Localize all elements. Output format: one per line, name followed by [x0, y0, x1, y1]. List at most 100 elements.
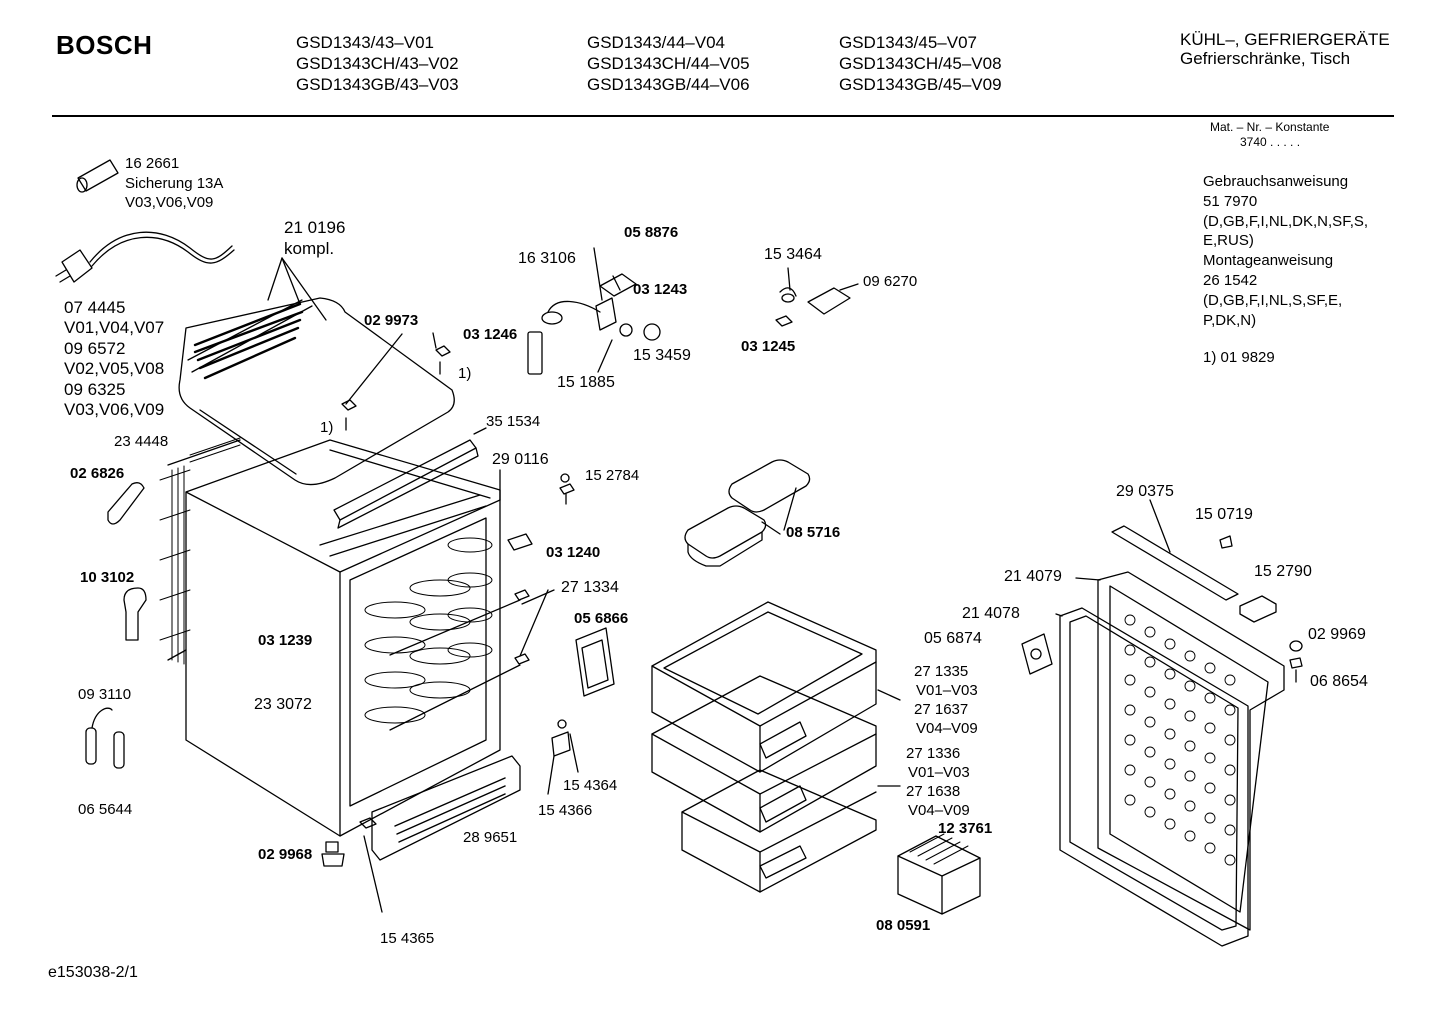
trim-strip-icon	[1111, 499, 1239, 601]
screw-icon	[559, 473, 575, 505]
part-variant: V03,V06,V09	[64, 400, 165, 419]
documents-block: Gebrauchsanweisung 51 7970 (D,GB,F,I,NL,…	[1203, 172, 1403, 330]
part-number: 21 4078	[962, 605, 1020, 622]
doc-number: 51 7970	[1203, 192, 1258, 210]
screw-icon	[341, 332, 451, 431]
part-number: 03 1243	[633, 281, 688, 298]
part-number: 29 0375	[1116, 483, 1174, 500]
part-variant: V02,V05,V08	[64, 359, 165, 378]
part-number: 08 5716	[786, 524, 841, 541]
thermostat-icon	[527, 247, 661, 375]
part-number: 15 4364	[563, 777, 618, 794]
door-icon	[1055, 571, 1285, 947]
part-number: 35 1534	[486, 413, 541, 430]
bracket-icon	[575, 627, 615, 697]
part-number: 15 4365	[380, 930, 435, 947]
model-list-col1: GSD1343/43–V01 GSD1343CH/43–V02 GSD1343G…	[296, 32, 459, 95]
model-list-col3: GSD1343/45–V07 GSD1343CH/45–V08 GSD1343G…	[839, 32, 1002, 95]
footnote: 1) 01 9829	[1203, 349, 1275, 366]
mat-nr-value: 3740 . . . . .	[1240, 135, 1301, 149]
part-number: 27 1637	[914, 701, 969, 718]
mat-nr-block: Mat. – Nr. – Konstante 3740 . . . . .	[1210, 120, 1329, 150]
part-variant: V04–V09	[908, 802, 970, 819]
brand-logo: BOSCH	[56, 30, 153, 60]
model-number: GSD1343/45–V07	[839, 33, 977, 52]
part-number: 12 3761	[938, 820, 993, 837]
clip-icon	[507, 533, 533, 551]
ice-tray-icon	[897, 833, 981, 915]
part-number: 03 1239	[258, 632, 313, 649]
doc-languages: (D,GB,F,I,NL,S,SF,E, P,DK,N)	[1203, 291, 1343, 329]
drawer-icon	[681, 689, 901, 893]
footnote-ref: 1)	[458, 365, 472, 382]
model-number: GSD1343GB/44–V06	[587, 75, 750, 94]
part-number: 03 1246	[463, 326, 518, 343]
part-number: 03 1245	[741, 338, 796, 355]
part-number: 21 4079	[1004, 568, 1062, 585]
model-number: GSD1343GB/45–V09	[839, 75, 1002, 94]
category-line: Gefrierschränke, Tisch	[1180, 49, 1351, 68]
hinge-plate-icon	[1021, 633, 1053, 675]
part-number: 15 1885	[557, 374, 615, 391]
part-number: 05 6866	[574, 610, 629, 627]
drawing-id: e153038-2/1	[48, 964, 138, 981]
part-number: 06 5644	[78, 801, 133, 818]
doc-label: Montageanweisung	[1203, 252, 1334, 270]
category-title: KÜHL–, GEFRIERGERÄTE Gefrierschränke, Ti…	[1180, 30, 1390, 68]
part-number: 05 8876	[624, 224, 679, 241]
part-number: 27 1334	[561, 579, 619, 596]
part-number: 23 4448	[114, 433, 169, 450]
part-number: 02 9969	[1308, 626, 1366, 643]
mat-nr-label: Mat. – Nr. – Konstante	[1210, 120, 1330, 134]
drawer-icon	[651, 675, 877, 833]
part-number: 06 8654	[1310, 673, 1368, 690]
switch-icon	[775, 267, 859, 327]
handle-icon	[107, 482, 145, 525]
top-cover-icon	[178, 257, 455, 486]
model-number: GSD1343CH/43–V02	[296, 54, 459, 73]
part-number: 15 2784	[585, 467, 640, 484]
part-number: 05 6874	[924, 630, 982, 647]
part-number: 27 1336	[906, 745, 961, 762]
cover-icon	[1239, 595, 1277, 623]
model-number: GSD1343CH/44–V05	[587, 54, 750, 73]
part-number: 27 1638	[906, 783, 961, 800]
part-variant: V01,V04,V07	[64, 318, 165, 337]
screw-icon	[1289, 640, 1303, 683]
part-variant: V04–V09	[916, 720, 978, 737]
part-number: 07 4445	[64, 298, 126, 317]
category-line: KÜHL–, GEFRIERGERÄTE	[1180, 30, 1390, 49]
part-variant: V01–V03	[908, 764, 970, 781]
part-label: kompl.	[284, 239, 335, 258]
part-number: 09 6325	[64, 380, 126, 399]
part-number: 15 4366	[538, 802, 593, 819]
doc-number: 26 1542	[1203, 271, 1258, 289]
part-number: 15 2790	[1254, 563, 1312, 580]
footnote-ref: 1)	[320, 419, 334, 436]
header-divider	[52, 115, 1394, 117]
part-number: 15 0719	[1195, 506, 1253, 523]
hinge-icon	[123, 587, 147, 641]
rail-icon	[333, 427, 501, 529]
part-label: Sicherung 13A	[125, 175, 224, 192]
part-variant: V01–V03	[916, 682, 978, 699]
fuse-icon	[76, 159, 119, 193]
part-number: 03 1240	[546, 544, 601, 561]
model-number: GSD1343GB/43–V03	[296, 75, 459, 94]
part-number: 09 6270	[863, 273, 918, 290]
part-number: 27 1335	[914, 663, 969, 680]
part-number: 29 0116	[492, 451, 549, 468]
part-number: 23 3072	[254, 696, 312, 713]
part-number: 08 0591	[876, 917, 931, 934]
part-number: 16 2661	[125, 155, 180, 172]
model-list-col2: GSD1343/44–V04 GSD1343CH/44–V05 GSD1343G…	[587, 32, 750, 95]
part-number: 02 9973	[364, 312, 419, 329]
drawer-icon	[651, 601, 877, 773]
cold-pack-icon	[684, 459, 811, 567]
part-number: 02 6826	[70, 465, 125, 482]
part-number: 28 9651	[463, 829, 518, 846]
model-number: GSD1343CH/45–V08	[839, 54, 1002, 73]
part-number: 15 3464	[764, 246, 822, 263]
part-variant: V03,V06,V09	[125, 194, 214, 211]
